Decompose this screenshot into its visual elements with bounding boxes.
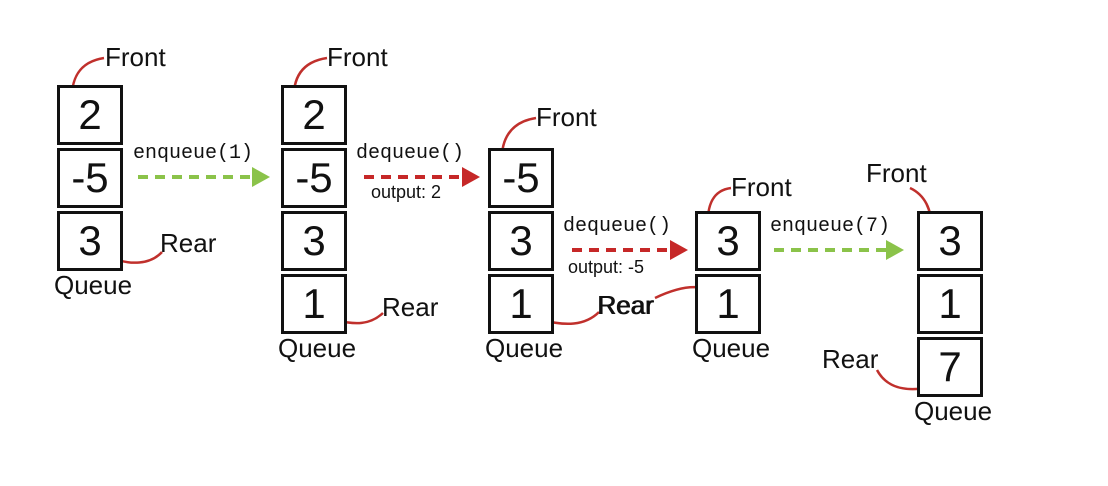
queue-2-cell-2: -5 — [281, 148, 347, 208]
queue-5-rear-label: Rear — [822, 344, 879, 374]
queue-4-rear-label: Rear — [597, 290, 654, 320]
queue-5-cell-1: 3 — [917, 211, 983, 271]
queue-2-front-label: Front — [327, 42, 388, 72]
operation-4-arrowhead — [886, 240, 904, 260]
operation-1-label: enqueue(1) — [133, 142, 254, 165]
operation-2-arrowhead — [462, 167, 480, 187]
queue-3-cell-3: 1 — [488, 274, 554, 334]
queue-2-label: Queue — [278, 333, 357, 363]
queue-3-cell-2: 3 — [488, 211, 554, 271]
queue-1-label: Queue — [54, 270, 133, 300]
queue-4-cell-2: 1 — [695, 274, 761, 334]
queue-3-cell-1: -5 — [488, 148, 554, 208]
queue-5-cell-2: 1 — [917, 274, 983, 334]
operation-3-arrowhead — [670, 240, 688, 260]
queue-4-front-label: Front — [731, 172, 792, 202]
queue-3-front-label: Front — [536, 102, 597, 132]
queue-4-label: Queue — [692, 333, 771, 363]
queue-5-label: Queue — [914, 396, 993, 426]
operation-1-arrowhead — [252, 167, 270, 187]
queue-1-cell-3: 3 — [57, 211, 123, 271]
operation-3-label: dequeue() — [563, 215, 672, 238]
queue-2-cell-4: 1 — [281, 274, 347, 334]
queue-3-label: Queue — [485, 333, 564, 363]
operation-4-label: enqueue(7) — [770, 215, 891, 238]
operation-2-label: dequeue() — [356, 142, 465, 165]
queue-2-rear-label: Rear — [382, 292, 439, 322]
queue-5-cell-3: 7 — [917, 337, 983, 397]
operation-2-output: output: 2 — [371, 182, 442, 202]
queue-1-cell-1: 2 — [57, 85, 123, 145]
queue-2-cell-3: 3 — [281, 211, 347, 271]
queue-2-cell-1: 2 — [281, 85, 347, 145]
queue-3-rear-label: Rear — [598, 290, 655, 320]
queue-4-cell-1: 3 — [695, 211, 761, 271]
queue-5-front-label: Front — [866, 158, 927, 188]
queue-1-front-label: Front — [105, 42, 166, 72]
queue-1-rear-label: Rear — [160, 228, 217, 258]
operation-3-output: output: -5 — [568, 257, 645, 277]
queue-1-cell-2: -5 — [57, 148, 123, 208]
